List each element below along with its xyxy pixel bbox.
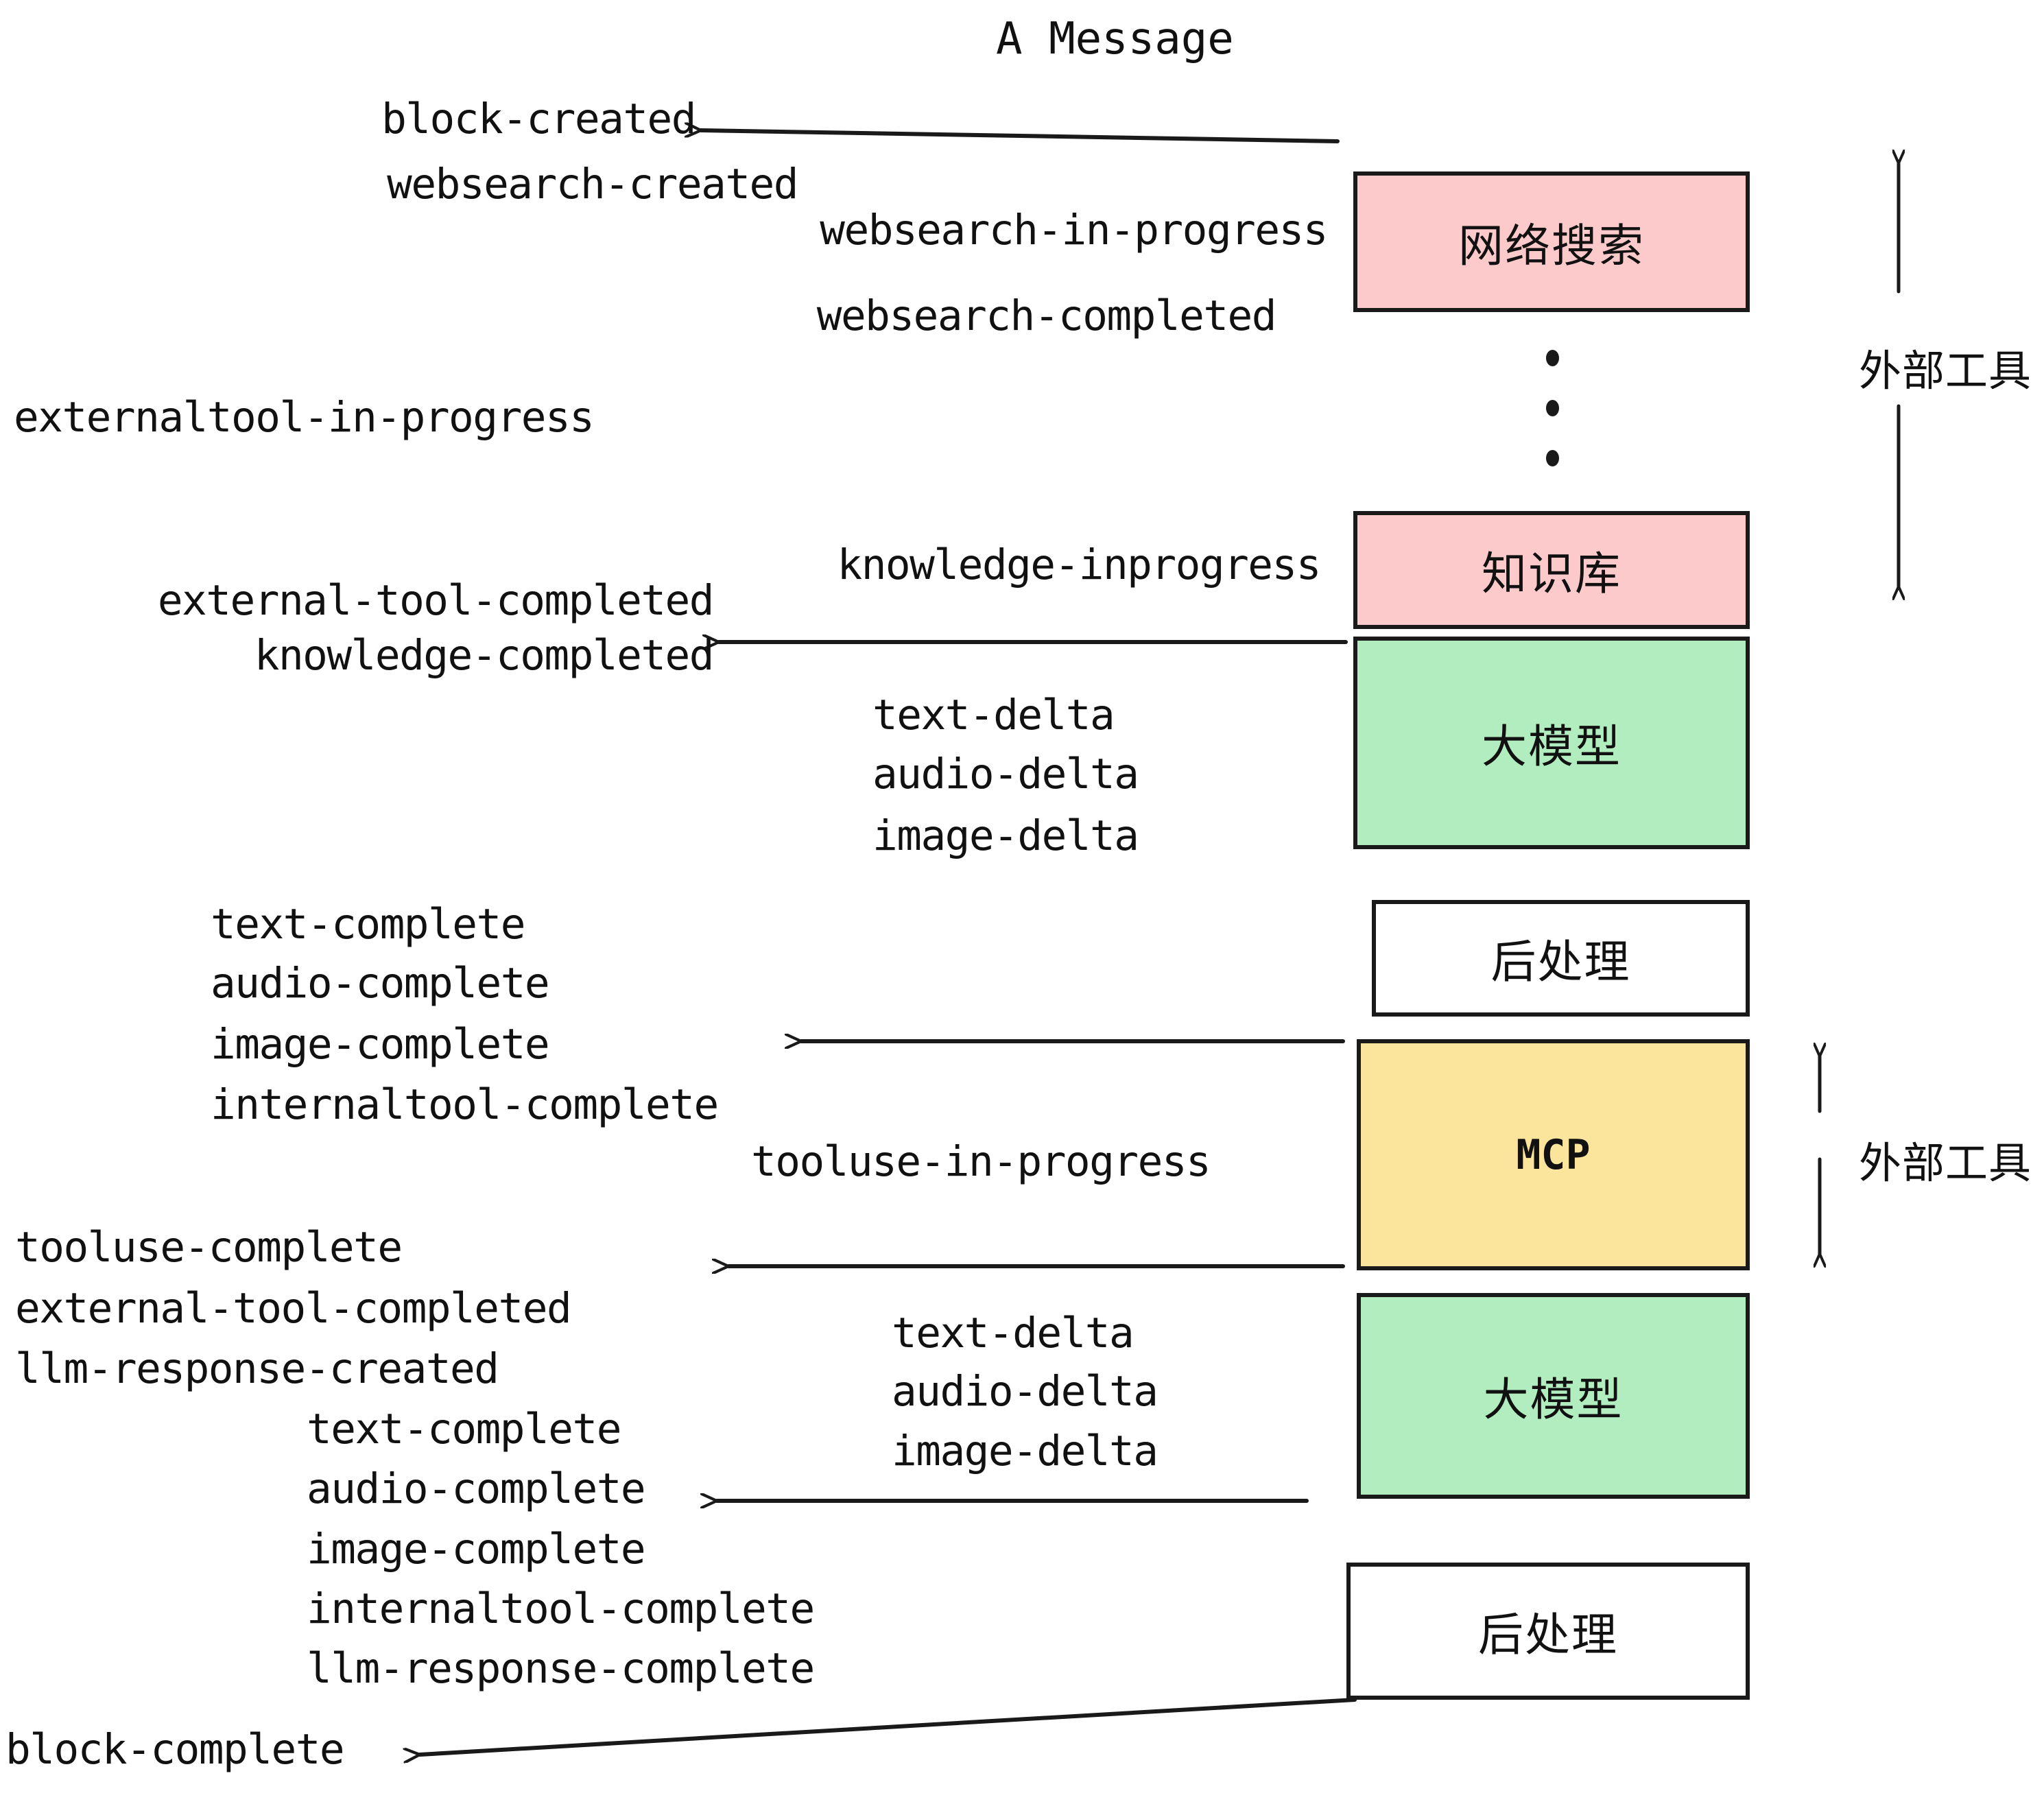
event-label-image-complete-1: image-complete: [211, 1020, 550, 1069]
node-box-llm-2: 大模型: [1357, 1293, 1750, 1499]
ellipsis-dot: [1545, 450, 1559, 466]
node-box-llm-1: 大模型: [1353, 637, 1750, 849]
node-box-websearch: 网络搜索: [1353, 171, 1750, 312]
event-label-internaltool-complete-1: internaltool-complete: [211, 1080, 719, 1129]
event-label-externaltool-in-progress: externaltool-in-progress: [14, 393, 595, 442]
event-label-text-complete-1: text-complete: [211, 900, 525, 949]
node-box-label: MCP: [1516, 1130, 1591, 1179]
event-label-text-delta-1: text-delta: [872, 691, 1115, 739]
event-label-websearch-in-progress: websearch-in-progress: [820, 206, 1328, 254]
node-box-postprocess-1: 后处理: [1372, 900, 1750, 1017]
vertical-ellipsis-icon: [1545, 350, 1559, 466]
group-label-external-tools-top: 外部工具: [1859, 346, 2032, 396]
event-label-internaltool-complete-2: internaltool-complete: [307, 1585, 815, 1633]
event-label-block-complete: block-complete: [5, 1725, 345, 1774]
arrow-block-created: [701, 130, 1340, 143]
node-box-label: 知识库: [1482, 547, 1621, 600]
event-label-websearch-completed: websearch-completed: [816, 292, 1277, 340]
node-box-mcp: MCP: [1357, 1039, 1750, 1270]
event-label-text-complete-2: text-complete: [307, 1405, 621, 1453]
event-label-knowledge-inprogress: knowledge-inprogress: [837, 541, 1321, 589]
event-label-llm-response-created: llm-response-created: [15, 1344, 499, 1393]
event-label-websearch-created: websearch-created: [387, 160, 798, 209]
event-label-image-complete-2: image-complete: [307, 1525, 646, 1574]
ellipsis-dot: [1545, 400, 1559, 416]
event-label-audio-complete-1: audio-complete: [211, 959, 550, 1008]
event-label-block-created: block-created: [381, 95, 696, 143]
event-label-knowledge-completed: knowledge-completed: [254, 631, 715, 680]
event-label-audio-delta-1: audio-delta: [872, 750, 1139, 798]
ellipsis-dot: [1545, 350, 1559, 366]
event-label-tooluse-in-progress: tooluse-in-progress: [751, 1137, 1211, 1186]
event-label-image-delta-2: image-delta: [892, 1427, 1158, 1475]
event-label-audio-delta-2: audio-delta: [892, 1367, 1158, 1416]
event-label-external-tool-completed-2: external-tool-completed: [15, 1284, 572, 1333]
node-box-postprocess-2: 后处理: [1346, 1563, 1750, 1700]
event-label-image-delta-1: image-delta: [872, 811, 1139, 860]
node-box-label: 后处理: [1490, 936, 1631, 988]
event-label-external-tool-completed-1: external-tool-completed: [157, 576, 715, 625]
node-box-label: 后处理: [1478, 1609, 1618, 1661]
event-label-text-delta-2: text-delta: [892, 1309, 1134, 1357]
node-box-knowledge: 知识库: [1353, 511, 1750, 629]
page-title: A Message: [996, 14, 1234, 64]
event-label-tooluse-complete: tooluse-complete: [15, 1223, 403, 1272]
group-label-external-tools-bottom: 外部工具: [1859, 1138, 2032, 1188]
event-label-audio-complete-2: audio-complete: [307, 1464, 646, 1513]
arrow-block-complete: [420, 1698, 1357, 1755]
group-arrow-group: [1820, 163, 1899, 1254]
node-box-label: 大模型: [1482, 720, 1621, 773]
event-label-llm-response-complete: llm-response-complete: [307, 1644, 815, 1693]
node-box-label: 大模型: [1483, 1373, 1624, 1426]
node-box-label: 网络搜索: [1458, 219, 1645, 272]
